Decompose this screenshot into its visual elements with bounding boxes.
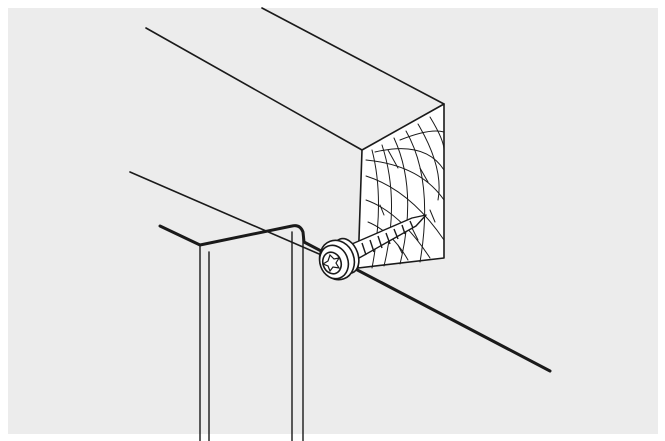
- torx-icon: [321, 253, 341, 273]
- screw-thread: [353, 220, 414, 259]
- wood-grain: [365, 116, 445, 269]
- sheet-top-edge: [158, 224, 552, 373]
- timber-beam: [129, 7, 445, 271]
- beam-side-lower-edge: [129, 171, 357, 271]
- metal-profile-sheet: [158, 224, 552, 441]
- diagram-background: [8, 8, 658, 434]
- screw-head-assembly: [318, 237, 360, 281]
- beam-top-edge-back: [145, 27, 363, 151]
- beam-top-edge-right: [261, 7, 445, 105]
- beam-end-face: [357, 103, 445, 269]
